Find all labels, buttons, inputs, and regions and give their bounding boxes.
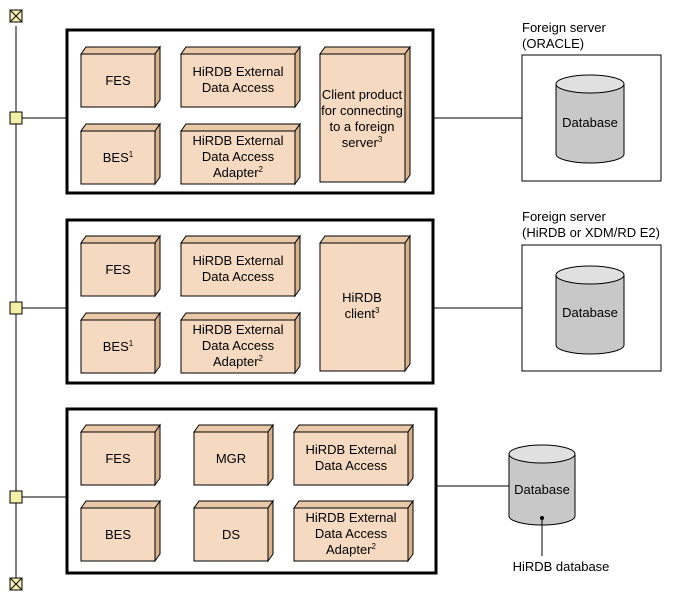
client-label-line-1: HiRDB bbox=[342, 290, 382, 305]
ds-label: DS bbox=[222, 527, 240, 542]
fes-box: FES bbox=[80, 45, 161, 109]
fes-label: FES bbox=[105, 262, 131, 277]
bus-node-server-3 bbox=[9, 490, 23, 504]
adapter-text: Adapter bbox=[326, 542, 372, 557]
foreign-server-1-title-line-1: Foreign server bbox=[522, 20, 606, 35]
client-text: client bbox=[345, 306, 376, 321]
client-label-line-2: for connecting bbox=[321, 103, 403, 118]
bes-label: BES1 bbox=[103, 339, 134, 354]
mgr-label: MGR bbox=[216, 451, 246, 466]
foreign-server-2-database-icon: Database bbox=[555, 265, 625, 355]
adapter-label-line-1: HiRDB External bbox=[192, 133, 283, 148]
foreign-client-product-box: Client product for connecting to a forei… bbox=[319, 45, 411, 184]
adapter-label-line-3: Adapter2 bbox=[326, 542, 377, 557]
adapter-label-line-2: Data Access bbox=[315, 526, 388, 541]
bes-note: 1 bbox=[129, 150, 134, 159]
client-label-line-1: Client product bbox=[322, 87, 403, 102]
foreign-server-1-db-label: Database bbox=[562, 115, 618, 130]
foreign-server-1-database-icon: Database bbox=[555, 74, 625, 164]
adapter-note: 2 bbox=[259, 354, 264, 363]
bus-end-top bbox=[9, 9, 23, 23]
ext-access-label-line-2: Data Access bbox=[315, 458, 388, 473]
ext-access-label-line-1: HiRDB External bbox=[192, 64, 283, 79]
ext-access-label-line-1: HiRDB External bbox=[305, 442, 396, 457]
mgr-box: MGR bbox=[193, 423, 274, 487]
bes-box: BES1 bbox=[80, 311, 161, 375]
bus-end-bottom bbox=[9, 577, 23, 591]
hirdb-database-icon: Database bbox=[508, 444, 576, 526]
hirdb-database-caption: HiRDB database bbox=[513, 559, 610, 574]
external-data-access-box: HiRDB External Data Access bbox=[293, 423, 414, 487]
ext-access-label-line-2: Data Access bbox=[202, 269, 275, 284]
fes-label: FES bbox=[105, 73, 131, 88]
adapter-label-line-3: Adapter2 bbox=[213, 165, 264, 180]
client-label-line-2: client3 bbox=[345, 306, 380, 321]
foreign-server-2-title-line-2: (HiRDB or XDM/RD E2) bbox=[522, 225, 660, 240]
adapter-label-line-2: Data Access bbox=[202, 338, 275, 353]
adapter-label-line-1: HiRDB External bbox=[305, 510, 396, 525]
external-data-access-adapter-box: HiRDB External Data Access Adapter2 bbox=[180, 311, 301, 375]
bus-node-server-2 bbox=[9, 301, 23, 315]
adapter-note: 2 bbox=[372, 542, 377, 551]
fes-box: FES bbox=[80, 423, 161, 487]
adapter-label-line-3: Adapter2 bbox=[213, 354, 264, 369]
adapter-text: Adapter bbox=[213, 165, 259, 180]
external-data-access-box: HiRDB External Data Access bbox=[180, 45, 301, 109]
foreign-server-2-title-line-1: Foreign server bbox=[522, 209, 606, 224]
adapter-label-line-2: Data Access bbox=[202, 149, 275, 164]
external-data-access-adapter-box: HiRDB External Data Access Adapter2 bbox=[180, 122, 301, 186]
external-data-access-adapter-box: HiRDB External Data Access Adapter2 bbox=[293, 499, 414, 563]
bes-box: BES bbox=[80, 499, 161, 563]
foreign-server-2-db-label: Database bbox=[562, 305, 618, 320]
client-note: 3 bbox=[375, 306, 380, 315]
ext-access-label-line-2: Data Access bbox=[202, 80, 275, 95]
external-data-access-box: HiRDB External Data Access bbox=[180, 234, 301, 298]
bus-node-server-1 bbox=[9, 111, 23, 125]
ds-box: DS bbox=[193, 499, 274, 563]
adapter-text: Adapter bbox=[213, 354, 259, 369]
adapter-note: 2 bbox=[259, 165, 264, 174]
bes-text: BES bbox=[103, 339, 129, 354]
bes-box: BES1 bbox=[80, 122, 161, 186]
hirdb-client-box: HiRDB client3 bbox=[319, 234, 411, 373]
client-note: 3 bbox=[378, 135, 383, 144]
bes-label: BES1 bbox=[103, 150, 134, 165]
bes-text: BES bbox=[103, 150, 129, 165]
client-label-line-3: to a foreign bbox=[329, 119, 394, 134]
fes-box: FES bbox=[80, 234, 161, 298]
bes-note: 1 bbox=[129, 339, 134, 348]
fes-label: FES bbox=[105, 451, 131, 466]
bes-label: BES bbox=[105, 527, 131, 542]
client-text: server bbox=[342, 135, 379, 150]
ext-access-label-line-1: HiRDB External bbox=[192, 253, 283, 268]
foreign-server-1-title-line-2: (ORACLE) bbox=[522, 36, 584, 51]
hirdb-db-label: Database bbox=[514, 482, 570, 497]
client-label-line-4: server3 bbox=[342, 135, 383, 150]
adapter-label-line-1: HiRDB External bbox=[192, 322, 283, 337]
